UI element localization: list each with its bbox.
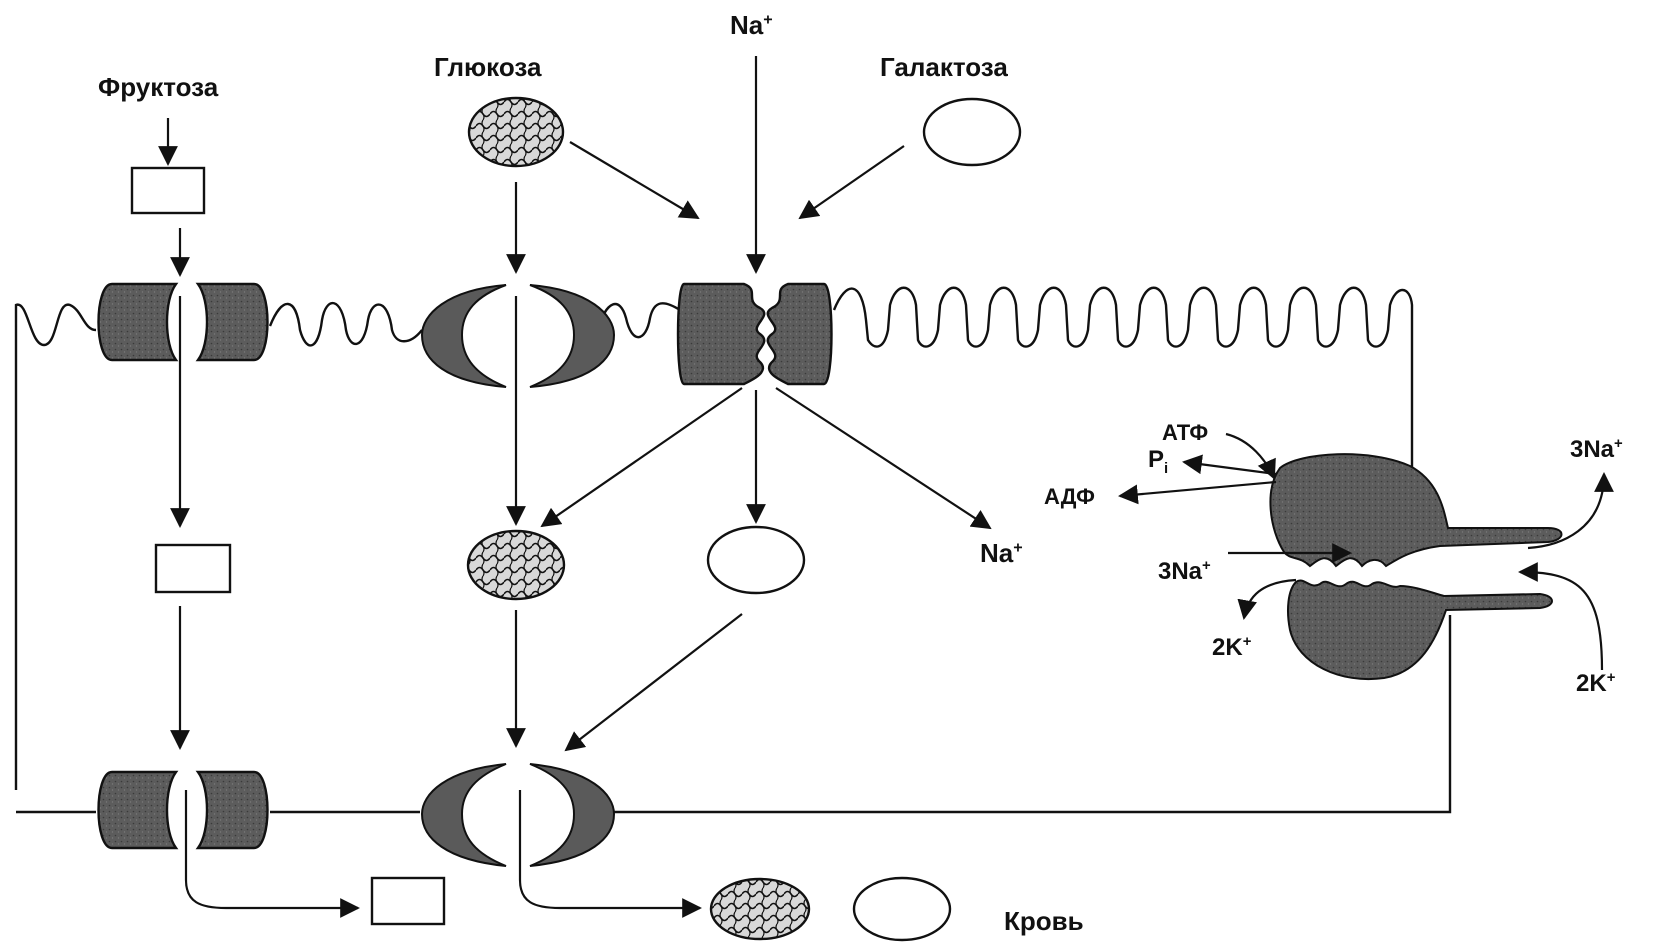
blood-label: Кровь [1004,906,1084,937]
arrow-cotransporter-to-glucose [542,388,742,526]
fructose-transporter-basolateral [99,772,268,848]
fructose-molecule-cytosol [156,545,230,592]
glucose-transporter-apical [422,285,614,387]
arrow-2k-into-pump [1520,572,1602,670]
atp-label: АТФ [1162,420,1208,446]
three-sodium-in-label: 3Na+ [1158,558,1211,586]
sodium-potassium-pump [1270,454,1561,679]
fructose-molecule-lumen [132,168,204,213]
arrow-pump-to-adp [1120,482,1276,496]
two-potassium-out-label: 2K+ [1212,634,1251,662]
galactose-molecule-cytosol [708,527,804,593]
glucose-molecule-blood [711,879,809,939]
arrow-glucose-to-cotransporter [570,142,698,218]
glucose-transporter-basolateral [422,764,614,866]
arrow-pump-to-pi [1184,462,1276,474]
glucose-label: Глюкоза [434,52,541,83]
pump-lower-subunit [1288,580,1552,679]
galactose-molecule-blood [854,878,950,940]
fructose-label: Фруктоза [98,72,218,103]
glucose-molecule-cytosol [468,531,564,599]
apical-membrane-segment-2 [270,303,422,345]
fructose-molecule-blood [372,878,444,924]
adp-label: АДФ [1044,484,1095,510]
apical-membrane-segment-4 [834,288,1412,480]
arrow-cotransporter-to-na [776,388,990,528]
pump-upper-subunit [1270,454,1561,566]
sodium-label-cytosol: Na+ [980,538,1023,569]
galactose-label: Галактоза [880,52,1008,83]
arrow-galactose-to-cotransporter [800,146,904,218]
phosphate-label: Pi [1148,446,1168,477]
sodium-label-lumen: Na+ [730,10,773,41]
sodium-glucose-cotransporter [678,284,832,384]
apical-membrane-segment-1 [16,305,96,790]
galactose-molecule-lumen [924,99,1020,165]
arrow-galactose-to-basolateral [566,614,742,750]
fructose-transporter-apical [99,284,268,360]
three-sodium-out-label: 3Na+ [1570,436,1623,464]
glucose-molecule-lumen [469,98,563,166]
two-potassium-in-label: 2K+ [1576,670,1615,698]
